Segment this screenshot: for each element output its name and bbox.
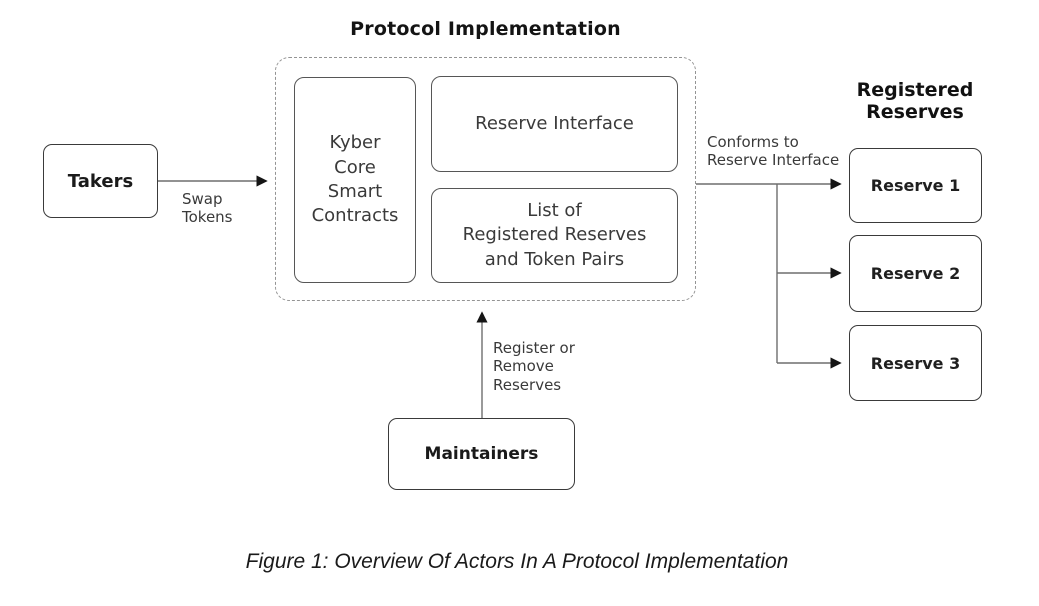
reserve-interface-label: Reserve Interface — [475, 112, 634, 134]
conforms-to-reserve-interface-edge-label: Conforms to Reserve Interface — [707, 133, 840, 170]
reserve-1-box: Reserve 1 — [849, 148, 982, 223]
swap-tokens-edge-label: Swap Tokens — [182, 190, 233, 227]
reserve-3-label: Reserve 3 — [870, 353, 961, 373]
maintainers-box: Maintainers — [388, 418, 575, 490]
kyber-core-smart-contracts-box: Kyber Core Smart Contracts — [294, 77, 416, 283]
protocol-implementation-title: Protocol Implementation — [350, 18, 621, 40]
takers-box: Takers — [43, 144, 158, 218]
registered-reserves-list-label: List of Registered Reserves and Token Pa… — [462, 199, 647, 270]
reserve-1-label: Reserve 1 — [870, 176, 961, 195]
register-or-remove-reserves-edge-label: Register or Remove Reserves — [493, 339, 575, 394]
takers-label: Takers — [67, 170, 134, 192]
kyber-core-smart-contracts-label: Kyber Core Smart Contracts — [311, 132, 399, 227]
registered-reserves-list-box: List of Registered Reserves and Token Pa… — [431, 188, 678, 283]
figure-caption: Figure 1: Overview Of Actors In A Protoc… — [245, 550, 789, 573]
reserve-2-label: Reserve 2 — [870, 264, 961, 283]
registered-reserves-heading: Registered Reserves — [856, 79, 974, 124]
protocol-implementation-container — [275, 57, 696, 301]
maintainers-label: Maintainers — [424, 444, 539, 464]
reserve-3-box: Reserve 3 — [849, 325, 982, 401]
reserve-2-box: Reserve 2 — [849, 235, 982, 312]
reserve-interface-box: Reserve Interface — [431, 76, 678, 172]
